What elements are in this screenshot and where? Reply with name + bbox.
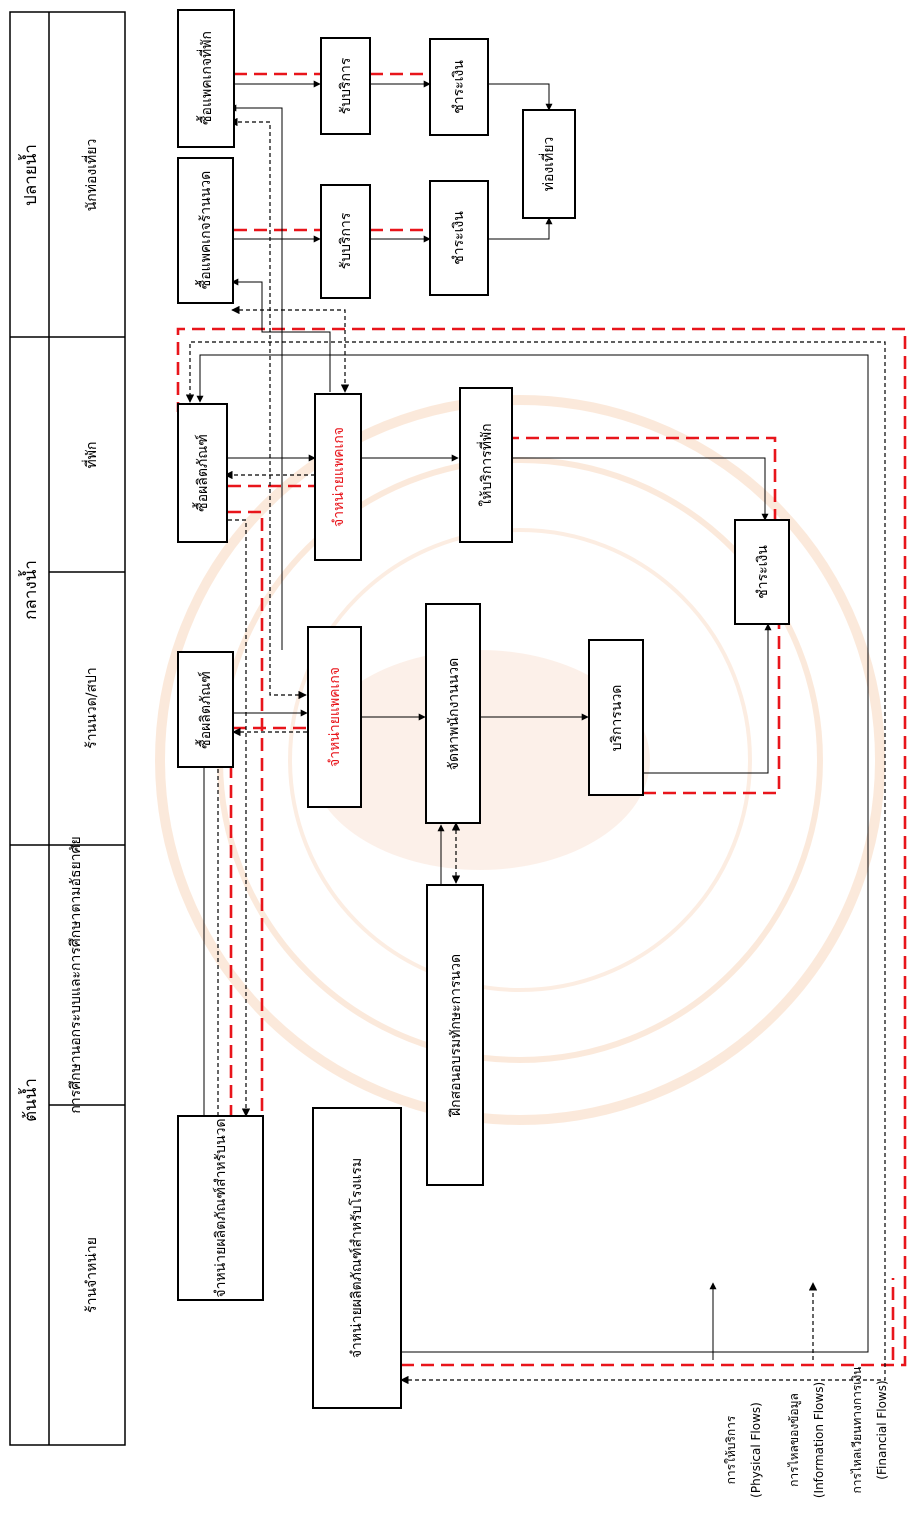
node-buy-package-hotel: ซื้อแพคเกจที่พัก xyxy=(196,31,215,125)
node-box-massage-service xyxy=(588,639,644,796)
node-receive-service-2: รับบริการ xyxy=(338,212,354,269)
node-box-sell-hotel-products xyxy=(312,1107,402,1409)
node-box-buy-package-hotel xyxy=(177,9,235,148)
node-box-pay-1 xyxy=(429,38,489,136)
node-tour: ท่องเที่ยว xyxy=(539,137,557,192)
stage-header-table: ปลายน้ำ กลางน้ำ ต้นน้ำ นักท่องเที่ยว ที่… xyxy=(9,11,126,1446)
node-train-massage: ฝึกสอนอบรมทักษะการนวด xyxy=(448,954,464,1117)
legend-physical-th: การให้บริการ xyxy=(724,1415,738,1484)
node-receive-service-1: รับบริการ xyxy=(338,57,354,114)
node-box-sell-massage-products xyxy=(177,1115,264,1301)
actor-tourist: นักท่องเที่ยว xyxy=(82,139,100,212)
node-box-buy-products-hotel xyxy=(177,403,228,543)
node-massage-service: บริการนวด xyxy=(609,685,625,752)
node-box-sell-package-shop xyxy=(307,626,362,808)
node-room-service: ให้บริการที่พัก xyxy=(477,423,495,506)
node-box-buy-products-shop xyxy=(177,651,234,768)
node-box-payment-hotel xyxy=(734,519,790,625)
actor-education: การศึกษานอกระบบและการศึกษาตามอัธยาศัย xyxy=(68,836,84,1113)
node-box-receive-service-2 xyxy=(320,184,371,299)
node-recruit-staff: จัดหาพนักงานนวด xyxy=(446,658,462,770)
node-pay-1: ชำระเงิน xyxy=(451,60,467,114)
node-buy-products-shop: ซื้อผลิตภัณฑ์ xyxy=(195,671,214,749)
information-flows xyxy=(185,117,886,1385)
node-buy-products-hotel: ซื้อผลิตภัณฑ์ xyxy=(192,434,211,512)
node-buy-package-shop: ซื้อแพคเกจร้านนวด xyxy=(195,171,214,289)
university-seal-watermark xyxy=(155,395,885,1125)
node-box-buy-package-shop xyxy=(177,157,234,304)
legend-info-en: (Information Flows) xyxy=(812,1382,826,1498)
stage-downstream: ปลายน้ำ xyxy=(18,144,41,206)
node-box-pay-2 xyxy=(429,180,489,296)
actor-retailer: ร้านจำหน่าย xyxy=(84,1237,100,1313)
stage-upstream: ต้นน้ำ xyxy=(18,1078,41,1122)
node-box-receive-service-1 xyxy=(320,37,371,135)
node-sell-hotel-products: จำหน่ายผลิตภัณฑ์สำหรับโรงแรม xyxy=(348,1158,365,1358)
node-sell-massage-products: จำหน่ายผลิตภัณฑ์สำหรับนวด xyxy=(212,1118,229,1297)
node-box-tour xyxy=(522,109,576,219)
actor-accommodation: ที่พัก xyxy=(82,442,100,469)
stage-midstream: กลางน้ำ xyxy=(18,560,41,620)
actor-massage-shop: ร้านนวด/สปา xyxy=(84,667,100,748)
node-box-room-service xyxy=(459,387,513,543)
node-box-recruit-staff xyxy=(425,603,481,824)
node-box-train-massage xyxy=(426,884,484,1186)
node-pay-2: ชำระเงิน xyxy=(451,211,467,265)
legend: การให้บริการ (Physical Flows) การไหลของข… xyxy=(709,1278,895,1498)
node-box-sell-package-hotel xyxy=(314,393,362,561)
node-sell-package-hotel: จำหน่ายแพคเกจ xyxy=(331,427,347,527)
node-payment-hotel: ชำระเงิน xyxy=(755,545,771,599)
legend-fin-th: การไหลเวียนทางการเงิน xyxy=(850,1367,864,1494)
process-nodes: จำหน่ายผลิตภัณฑ์สำหรับนวด จำหน่ายผลิตภัณ… xyxy=(177,9,790,1409)
legend-info-th: การไหลของข้อมูล xyxy=(787,1393,802,1487)
legend-fin-en: (Financial Flows) xyxy=(875,1380,889,1479)
legend-physical-en: (Physical Flows) xyxy=(749,1402,763,1498)
node-sell-package-shop: จำหน่ายแพคเกจ xyxy=(327,667,343,767)
